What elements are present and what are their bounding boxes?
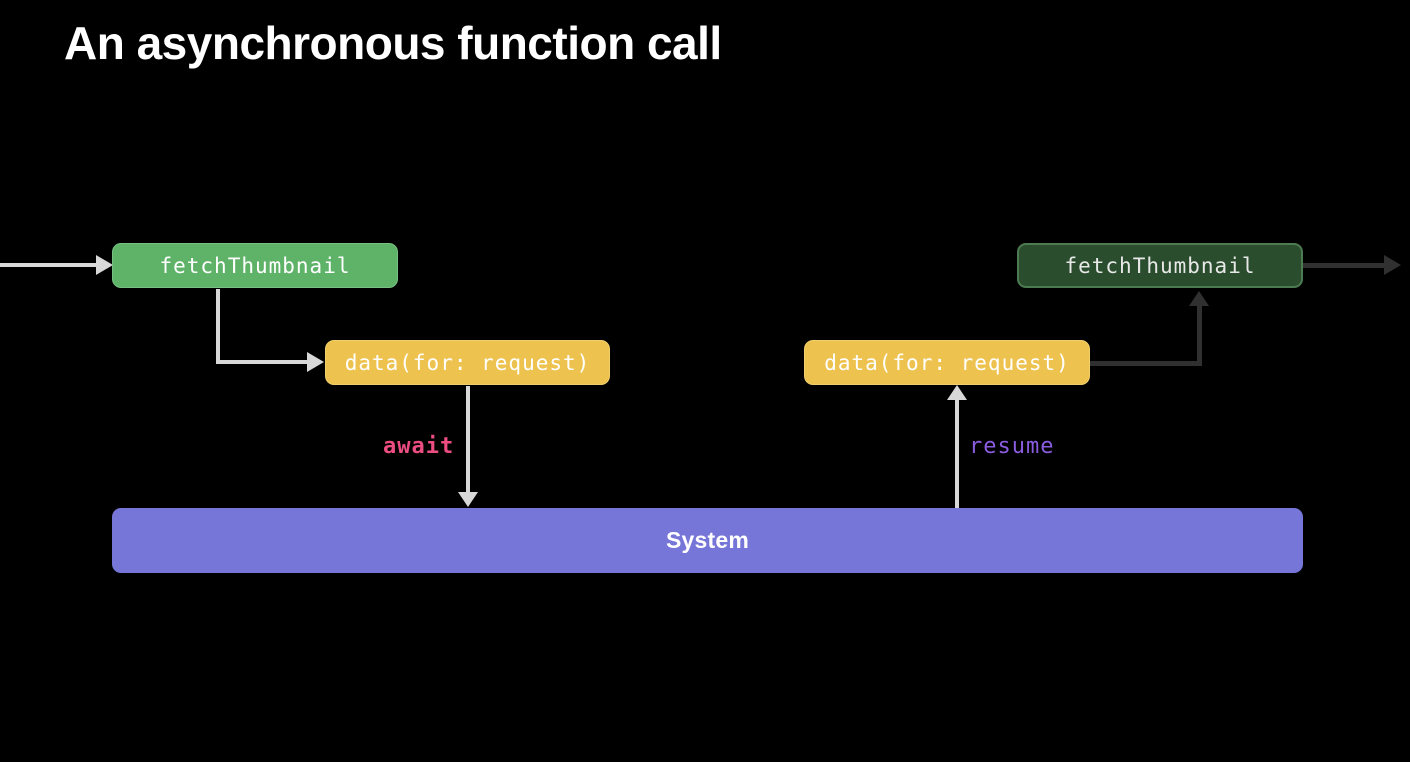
resume-arrow-line [955,399,959,508]
resume-arrow-head-icon [947,385,967,400]
entry-arrow-line [0,263,97,267]
fetchthumbnail-caller-box: fetchThumbnail [112,243,398,288]
exit-arrow-head-icon [1384,255,1401,275]
page-title: An asynchronous function call [64,17,722,69]
data-for-request-resume-box: data(for: request) [804,340,1090,385]
await-arrow-head-icon [458,492,478,507]
fetchthumbnail-return-label: fetchThumbnail [1064,253,1256,278]
return-arrow-head-icon [1189,291,1209,306]
fetchthumbnail-caller-label: fetchThumbnail [159,253,351,278]
call-elbow-vertical-line [216,289,220,363]
data-for-request-await-box: data(for: request) [325,340,610,385]
exit-arrow-line [1303,263,1385,268]
fetchthumbnail-return-box: fetchThumbnail [1017,243,1303,288]
return-elbow-horizontal-line [1090,361,1202,366]
call-arrow-head-icon [307,352,324,372]
resume-keyword-label: resume [969,434,1055,459]
call-elbow-horizontal-line [216,360,307,364]
system-bar: System [112,508,1303,573]
data-for-request-resume-label: data(for: request) [824,350,1070,375]
data-for-request-await-label: data(for: request) [344,350,591,375]
await-arrow-line [466,386,470,493]
entry-arrow-head-icon [96,255,113,275]
return-elbow-vertical-line [1197,305,1202,366]
system-bar-label: System [665,527,750,553]
await-keyword-label: await [383,434,455,459]
